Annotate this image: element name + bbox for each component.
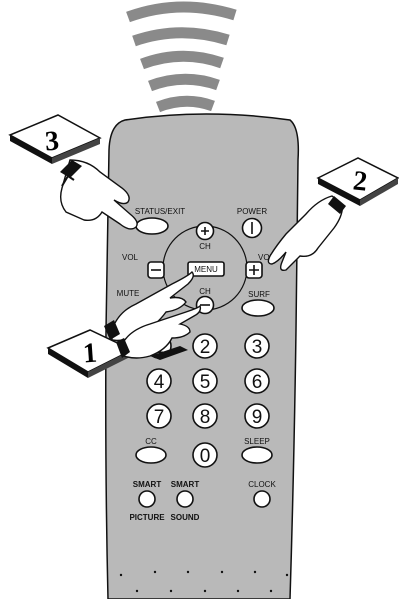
smart-sound-top-label: SMART	[171, 480, 200, 489]
number-key-2[interactable]	[192, 333, 218, 359]
volume-left-label: VOL	[122, 253, 139, 262]
step-3-number: 3	[44, 126, 60, 158]
channel-down-label: CH	[199, 287, 211, 296]
channel-up-label: CH	[199, 242, 211, 251]
pointing-hand-icon	[121, 304, 202, 359]
signal-waves-icon	[126, 1, 237, 113]
smart-picture-button[interactable]	[138, 490, 156, 508]
number-key-label: 2	[200, 337, 211, 358]
power-label: POWER	[237, 207, 267, 216]
number-key-8[interactable]	[192, 403, 218, 429]
cc-button[interactable]	[135, 446, 167, 464]
mute-label: MUTE	[117, 289, 140, 298]
number-key-label: 5	[200, 372, 211, 393]
menu-label: MENU	[194, 265, 218, 274]
cc-label: CC	[145, 437, 157, 446]
step-2-number: 2	[351, 165, 368, 197]
smart-picture-top-label: SMART	[133, 480, 162, 489]
number-key-label: 4	[154, 372, 165, 393]
pointing-hand-icon	[267, 195, 344, 272]
number-key-9[interactable]	[244, 403, 270, 429]
plus-icon	[249, 265, 259, 275]
smart-picture-bottom-label: PICTURE	[129, 513, 165, 522]
volume-right-label: VOL	[258, 253, 275, 262]
clock-label: CLOCK	[248, 480, 276, 489]
number-key-label: 7	[154, 407, 165, 428]
status-exit-label: STATUS/EXIT	[135, 207, 185, 216]
step-2-callout: 2	[267, 157, 399, 272]
sleep-button[interactable]	[241, 446, 273, 464]
smart-sound-button[interactable]	[176, 490, 194, 508]
surf-label: SURF	[248, 290, 270, 299]
number-key-4[interactable]	[146, 368, 172, 394]
surf-button[interactable]	[241, 299, 275, 317]
plus-icon	[201, 227, 209, 235]
number-key-6[interactable]	[244, 368, 270, 394]
number-key-label: 0	[200, 446, 211, 467]
step-1-number: 1	[82, 338, 98, 370]
smart-sound-bottom-label: SOUND	[171, 513, 200, 522]
sleep-label: SLEEP	[244, 437, 270, 446]
status-exit-button[interactable]	[135, 217, 169, 235]
number-key-label: 9	[252, 407, 263, 428]
step-1-callout: 1	[46, 271, 202, 378]
number-key-label: 8	[200, 407, 211, 428]
number-key-7[interactable]	[146, 403, 172, 429]
speaker-grille	[119, 570, 289, 593]
number-key-5[interactable]	[192, 368, 218, 394]
menu-button[interactable]	[187, 261, 225, 277]
number-key-label: 3	[252, 337, 263, 358]
number-key-3[interactable]	[244, 333, 270, 359]
pointing-hand-icon	[59, 159, 138, 230]
step-3-callout: 3	[8, 114, 138, 230]
number-key-label: 6	[252, 372, 263, 393]
clock-button[interactable]	[253, 490, 271, 508]
number-key-0[interactable]	[192, 442, 218, 468]
